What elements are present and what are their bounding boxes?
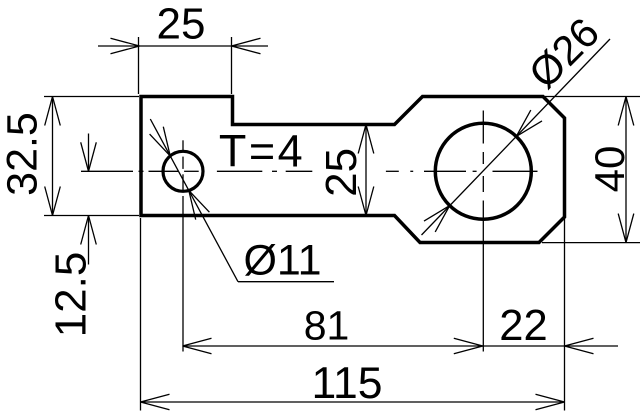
svg-text:32.5: 32.5 (0, 112, 47, 196)
svg-text:40: 40 (586, 146, 633, 193)
svg-text:115: 115 (312, 359, 383, 408)
svg-text:81: 81 (304, 303, 350, 349)
svg-text:Ø11: Ø11 (243, 237, 321, 285)
svg-text:25: 25 (157, 0, 206, 49)
svg-text:12.5: 12.5 (47, 252, 96, 338)
svg-text:22: 22 (499, 302, 547, 350)
svg-text:25: 25 (317, 148, 366, 197)
svg-text:T=4: T=4 (219, 126, 305, 177)
